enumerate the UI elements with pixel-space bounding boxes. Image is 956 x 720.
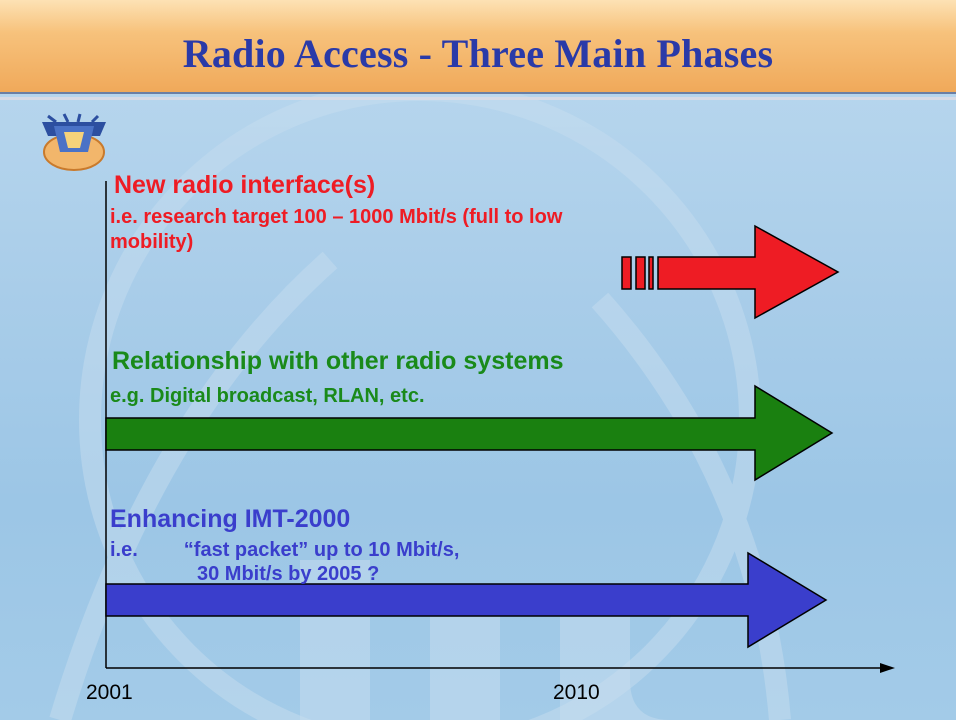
phase-arrow-blue <box>105 551 828 649</box>
title-divider <box>0 97 956 100</box>
phase-green-detail: e.g. Digital broadcast, RLAN, etc. <box>110 385 425 407</box>
slide-title: Radio Access - Three Main Phases <box>182 31 774 76</box>
phase-red-detail-line: mobility) <box>110 231 194 253</box>
phase-arrow-green <box>105 384 834 482</box>
phase-arrow-red <box>621 224 840 320</box>
arrow-right-icon <box>657 224 840 320</box>
phase-green-heading: Relationship with other radio systems <box>112 347 564 375</box>
phase-red-detail-line: i.e. research target 100 – 1000 Mbit/s (… <box>110 206 563 228</box>
phase-blue-detail-prefix: i.e. <box>110 539 138 561</box>
phase-blue-detail-line: 30 Mbit/s by 2005 ? <box>197 563 380 585</box>
phase-blue-detail-line: i.e. “fast packet” up to 10 Mbit/s, <box>110 539 459 562</box>
timeline-start-label: 2001 <box>86 681 133 704</box>
phase-red-heading: New radio interface(s) <box>114 171 376 199</box>
arrow-dash <box>648 256 654 290</box>
title-bar: Radio Access - Three Main Phases <box>0 0 956 94</box>
timeline-end-label: 2010 <box>553 681 600 704</box>
arrow-dash <box>621 256 632 290</box>
phase-blue-heading: Enhancing IMT-2000 <box>110 505 351 533</box>
itu-logo-icon <box>42 113 106 171</box>
phase-blue-detail-text: “fast packet” up to 10 Mbit/s, <box>183 539 460 561</box>
phase-red-detail: i.e. research target 100 – 1000 Mbit/s (… <box>110 205 562 255</box>
arrow-dash <box>635 256 646 290</box>
x-axis-arrowhead <box>880 663 895 673</box>
